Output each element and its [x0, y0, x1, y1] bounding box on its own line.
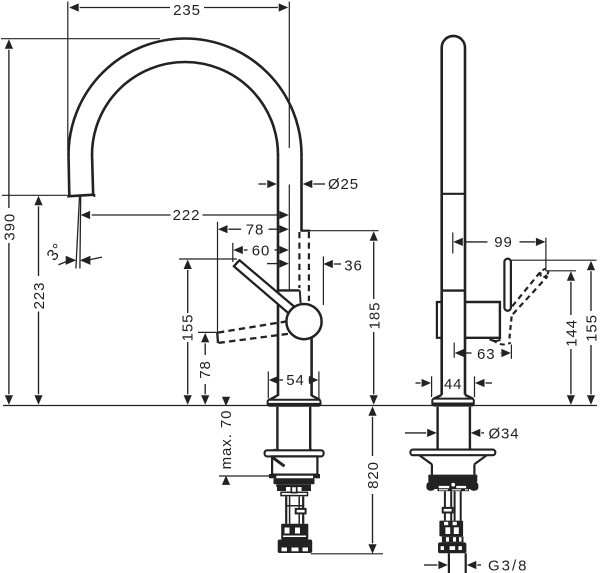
svg-text:185: 185	[366, 302, 383, 330]
svg-text:max. 70: max. 70	[218, 410, 235, 470]
svg-text:3°: 3°	[44, 240, 68, 264]
svg-text:144: 144	[564, 319, 581, 347]
svg-text:78: 78	[246, 222, 265, 239]
svg-text:36: 36	[344, 258, 363, 275]
svg-text:44: 44	[444, 376, 463, 393]
svg-text:60: 60	[252, 242, 271, 259]
svg-text:63: 63	[477, 346, 496, 363]
svg-text:G3/8: G3/8	[488, 557, 529, 573]
svg-text:155: 155	[584, 314, 600, 342]
svg-text:223: 223	[31, 282, 48, 310]
svg-text:Ø34: Ø34	[488, 426, 519, 443]
svg-text:155: 155	[180, 314, 197, 342]
svg-text:390: 390	[2, 213, 19, 241]
svg-text:820: 820	[365, 461, 382, 489]
svg-text:235: 235	[173, 2, 201, 19]
svg-text:Ø25: Ø25	[328, 176, 359, 193]
svg-text:99: 99	[494, 234, 513, 251]
svg-text:222: 222	[173, 207, 201, 224]
svg-text:78: 78	[197, 360, 214, 379]
svg-text:54: 54	[286, 372, 305, 389]
